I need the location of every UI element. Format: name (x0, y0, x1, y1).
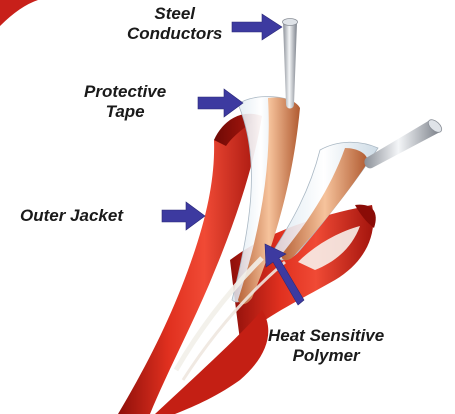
arrow-protective-tape (198, 89, 243, 117)
arrow-steel-conductors (232, 14, 282, 40)
label-protective-tape-line-1: Protective (84, 82, 166, 102)
label-outer-jacket-line-1: Outer Jacket (20, 206, 123, 226)
arrow-heat-sensitive-polymer (265, 244, 304, 305)
label-protective-tape: Protective Tape (84, 82, 166, 122)
label-steel-conductors-line-1: Steel (127, 4, 222, 24)
label-heat-sensitive-polymer-line-1: Heat Sensitive (268, 326, 384, 346)
arrow-outer-jacket (162, 202, 205, 230)
label-heat-sensitive-polymer: Heat Sensitive Polymer (268, 326, 384, 366)
label-steel-conductors: Steel Conductors (127, 4, 222, 44)
label-steel-conductors-line-2: Conductors (127, 24, 222, 44)
label-outer-jacket: Outer Jacket (20, 206, 123, 226)
label-protective-tape-line-2: Tape (84, 102, 166, 122)
label-heat-sensitive-polymer-line-2: Polymer (268, 346, 384, 366)
